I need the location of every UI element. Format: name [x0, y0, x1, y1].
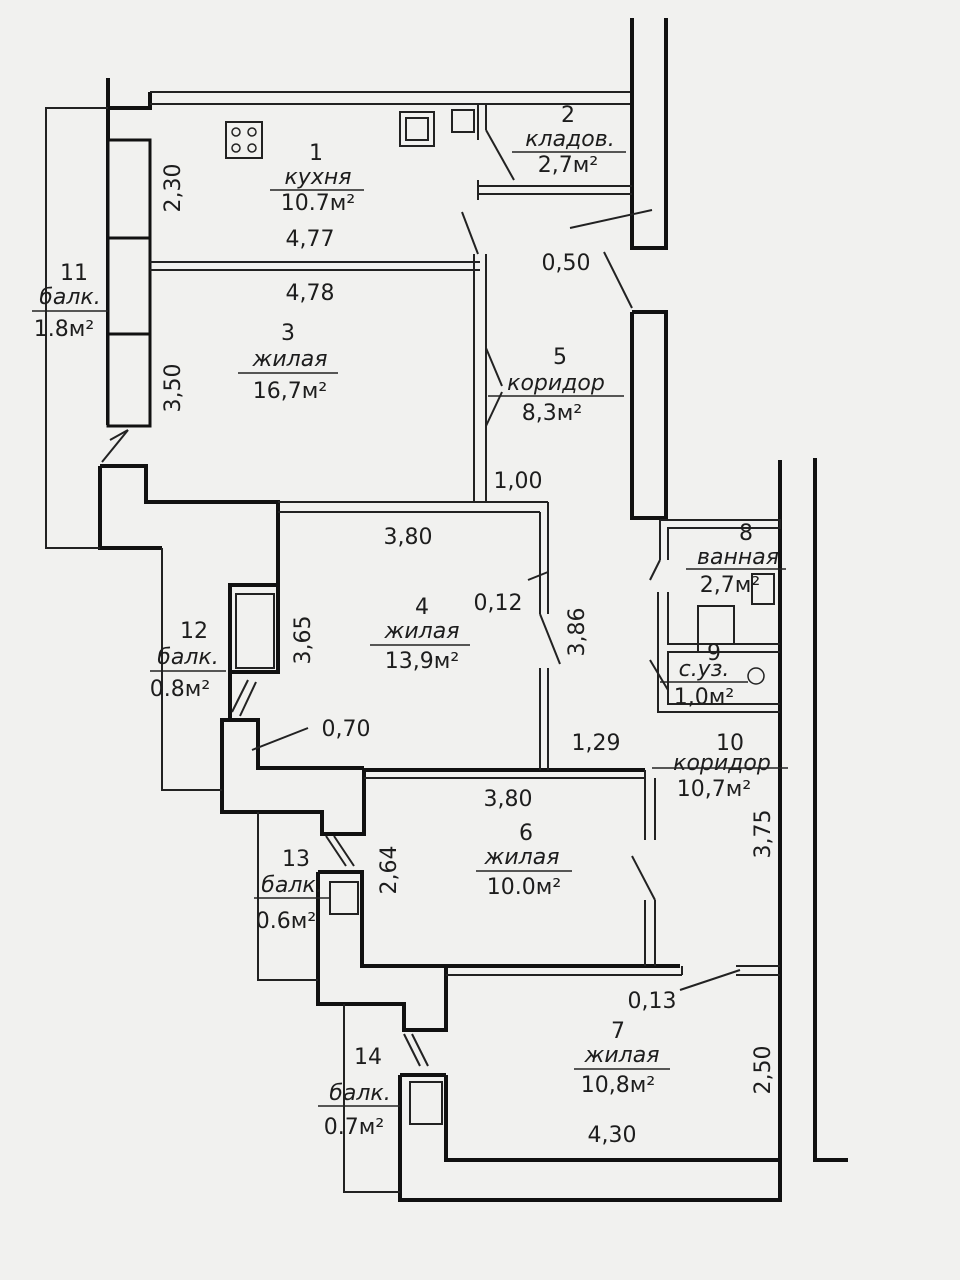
- dim-label: 2,50: [751, 1046, 776, 1095]
- room-8-label: 8 ванная 2,7м²: [686, 521, 786, 598]
- dim-label: 0,12: [474, 591, 523, 616]
- dimension-labels: 2,30 4,77 4,78 3,50 0,50 1,00 3,80 0,12 …: [161, 164, 776, 1148]
- svg-text:10,7м²: 10,7м²: [677, 777, 751, 802]
- svg-text:коридор: коридор: [507, 371, 605, 396]
- svg-text:12: 12: [180, 619, 208, 644]
- svg-text:11: 11: [60, 261, 88, 286]
- svg-text:10: 10: [716, 731, 744, 756]
- room-6-label: 6 жилая 10.0м²: [476, 821, 572, 900]
- svg-text:жилая: жилая: [384, 619, 460, 644]
- svg-text:14: 14: [354, 1045, 382, 1070]
- svg-text:1: 1: [309, 141, 323, 166]
- dim-label: 0,13: [628, 989, 677, 1014]
- dim-label: 3,75: [751, 810, 776, 859]
- room-1-label: 1 кухня 10.7м²: [270, 141, 364, 216]
- svg-text:балк.: балк.: [329, 1081, 390, 1106]
- interior-walls: [45, 104, 781, 1193]
- svg-text:жилая: жилая: [484, 845, 560, 870]
- dim-label: 1,29: [572, 731, 621, 756]
- dim-label: 1,00: [494, 469, 543, 494]
- svg-text:8: 8: [739, 521, 753, 546]
- svg-text:8,3м²: 8,3м²: [522, 401, 582, 426]
- svg-text:10.7м²: 10.7м²: [281, 191, 355, 216]
- svg-text:4: 4: [415, 595, 429, 620]
- svg-text:13: 13: [282, 847, 310, 872]
- svg-text:кухня: кухня: [285, 165, 352, 190]
- room-2-label: 2 кладов. 2,7м²: [512, 103, 626, 178]
- svg-text:2,7м²: 2,7м²: [538, 153, 598, 178]
- dim-label: 4,77: [286, 227, 335, 252]
- svg-text:балк.: балк.: [39, 285, 100, 310]
- dim-label: 3,50: [161, 364, 186, 413]
- svg-text:10,8м²: 10,8м²: [581, 1073, 655, 1098]
- svg-text:2,7м²: 2,7м²: [700, 573, 760, 598]
- room-10-label: 10 коридор 10,7м²: [652, 731, 788, 802]
- dim-label: 3,80: [384, 525, 433, 550]
- svg-text:2: 2: [561, 103, 575, 128]
- svg-text:кладов.: кладов.: [525, 127, 614, 152]
- room-13-label: 13 балк. 0.6м²: [254, 847, 330, 934]
- dim-label: 3,80: [484, 787, 533, 812]
- svg-text:балк.: балк.: [157, 645, 218, 670]
- room-4-label: 4 жилая 13,9м²: [370, 595, 470, 674]
- column-block: [106, 332, 152, 428]
- svg-text:16,7м²: 16,7м²: [253, 379, 327, 404]
- svg-text:1.8м²: 1.8м²: [34, 317, 94, 342]
- svg-text:с.уз.: с.уз.: [679, 657, 730, 682]
- svg-text:коридор: коридор: [673, 751, 771, 776]
- svg-text:0.6м²: 0.6м²: [256, 909, 316, 934]
- svg-text:0.7м²: 0.7м²: [324, 1115, 384, 1140]
- stove-icon: [225, 121, 263, 159]
- dim-label: 0,50: [542, 251, 591, 276]
- dim-label: 2,30: [161, 164, 186, 213]
- svg-text:1,0м²: 1,0м²: [674, 685, 734, 710]
- svg-text:3: 3: [281, 321, 295, 346]
- dim-label: 0,70: [322, 717, 371, 742]
- room-14-label: 14 балк. 0.7м²: [318, 1045, 400, 1140]
- exterior-walls: [98, 18, 848, 1202]
- svg-text:балк.: балк.: [261, 873, 322, 898]
- column-block: [106, 138, 152, 240]
- dim-label: 3,65: [291, 616, 316, 665]
- room-5-label: 5 коридор 8,3м²: [488, 345, 624, 426]
- svg-text:0.8м²: 0.8м²: [150, 677, 210, 702]
- column-block: [106, 236, 152, 336]
- room-12-label: 12 балк. 0.8м²: [150, 619, 226, 702]
- svg-text:жилая: жилая: [252, 347, 328, 372]
- svg-text:6: 6: [519, 821, 533, 846]
- svg-text:7: 7: [611, 1019, 625, 1044]
- room-9-label: 9 с.уз. 1,0м²: [660, 641, 748, 710]
- svg-text:13,9м²: 13,9м²: [385, 649, 459, 674]
- svg-text:10.0м²: 10.0м²: [487, 875, 561, 900]
- dim-label: 3,86: [565, 608, 590, 657]
- door-swings: [101, 129, 741, 1067]
- dim-label: 4,78: [286, 281, 335, 306]
- svg-text:жилая: жилая: [584, 1043, 660, 1068]
- svg-text:9: 9: [707, 641, 721, 666]
- svg-text:ванная: ванная: [697, 545, 779, 570]
- dim-label: 4,30: [588, 1123, 637, 1148]
- dim-label: 2,64: [377, 846, 402, 895]
- room-7-label: 7 жилая 10,8м²: [574, 1019, 670, 1098]
- room-3-label: 3 жилая 16,7м²: [238, 321, 338, 404]
- toilet-icon: [747, 667, 765, 685]
- svg-text:5: 5: [553, 345, 567, 370]
- room-11-label: 11 балк. 1.8м²: [32, 261, 108, 342]
- sink-icon: [399, 109, 475, 147]
